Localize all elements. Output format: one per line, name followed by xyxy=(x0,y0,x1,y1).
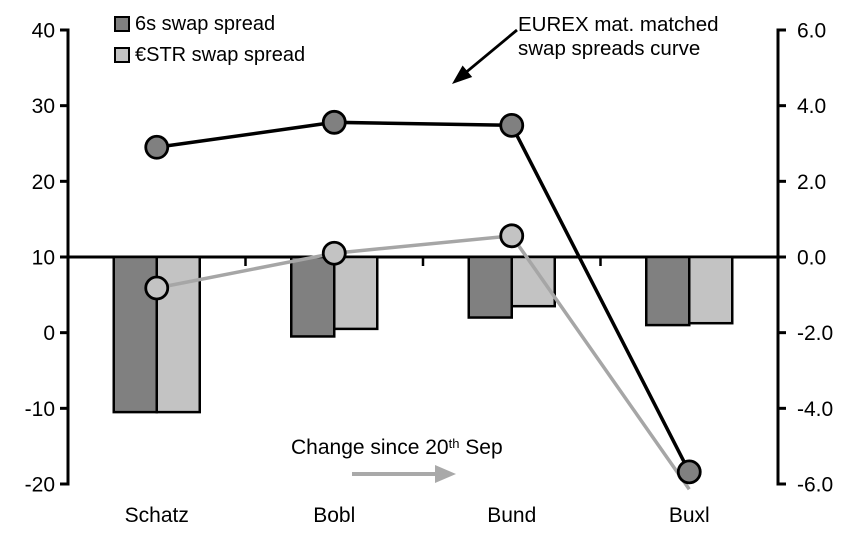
legend-label-6s: 6s swap spread xyxy=(135,13,276,35)
annotation-arrowhead-icon xyxy=(452,65,473,84)
x-axis-label-bund: Bund xyxy=(487,504,536,527)
bar-estr-buxl xyxy=(688,255,734,325)
left-axis-tick-label: 40 xyxy=(32,20,55,43)
marker-6s-schatz xyxy=(144,134,170,160)
curve-annotation-line2: swap spreads curve xyxy=(518,37,701,60)
annotation-arrow-line xyxy=(458,28,518,79)
right-axis-tick-label: 4.0 xyxy=(797,95,826,118)
right-axis-tick-label: 6.0 xyxy=(797,20,826,43)
change-annotation-sup: th xyxy=(448,436,460,451)
change-annotation-suffix: Sep xyxy=(459,436,503,459)
legend-label-estr: €STR swap spread xyxy=(135,44,306,66)
curve-annotation: EUREX mat. matched swap spreads curve xyxy=(518,13,719,61)
bar-6s-schatz xyxy=(112,255,158,414)
right-axis-tick-label: 0.0 xyxy=(797,247,826,270)
left-axis-tick-label: -10 xyxy=(25,398,55,421)
legend-swatch-6s xyxy=(114,16,130,32)
x-axis-label-bobl: Bobl xyxy=(313,504,355,527)
legend: 6s swap spread €STR swap spread xyxy=(114,11,305,73)
left-axis-tick-label: 30 xyxy=(32,95,55,118)
left-axis-tick-label: -20 xyxy=(25,474,55,497)
line-estr xyxy=(156,233,691,491)
legend-item-estr: €STR swap spread xyxy=(114,42,305,68)
legend-item-6s: 6s swap spread xyxy=(114,11,305,37)
marker-6s-buxl xyxy=(676,459,702,485)
bar-6s-bobl xyxy=(290,255,336,338)
legend-swatch-estr xyxy=(114,47,130,63)
marker-estr-schatz xyxy=(144,275,170,301)
right-axis-tick-label: -2.0 xyxy=(797,322,833,345)
left-axis-tick-label: 0 xyxy=(43,322,55,345)
marker-6s-bobl xyxy=(321,109,347,135)
right-axis-tick-label: -4.0 xyxy=(797,398,833,421)
marker-6s-bund xyxy=(499,112,525,138)
bar-estr-bobl xyxy=(333,255,379,331)
bar-6s-bund xyxy=(467,255,513,319)
change-annotation: Change since 20th Sep xyxy=(291,436,503,460)
curve-annotation-line1: EUREX mat. matched xyxy=(518,13,719,36)
marker-estr-bund xyxy=(499,223,525,249)
line-6s xyxy=(156,120,691,473)
bar-6s-buxl xyxy=(645,255,691,327)
change-annotation-text: Change since 20 xyxy=(291,436,449,459)
right-axis-tick-label: -6.0 xyxy=(797,474,833,497)
change-arrowhead-icon xyxy=(435,465,456,483)
marker-estr-bobl xyxy=(321,240,347,266)
left-axis-tick-label: 20 xyxy=(32,171,55,194)
x-axis-label-schatz: Schatz xyxy=(125,504,189,527)
x-axis-label-buxl: Buxl xyxy=(669,504,710,527)
right-axis-tick-label: 2.0 xyxy=(797,171,826,194)
left-axis-tick-label: 10 xyxy=(32,247,55,270)
